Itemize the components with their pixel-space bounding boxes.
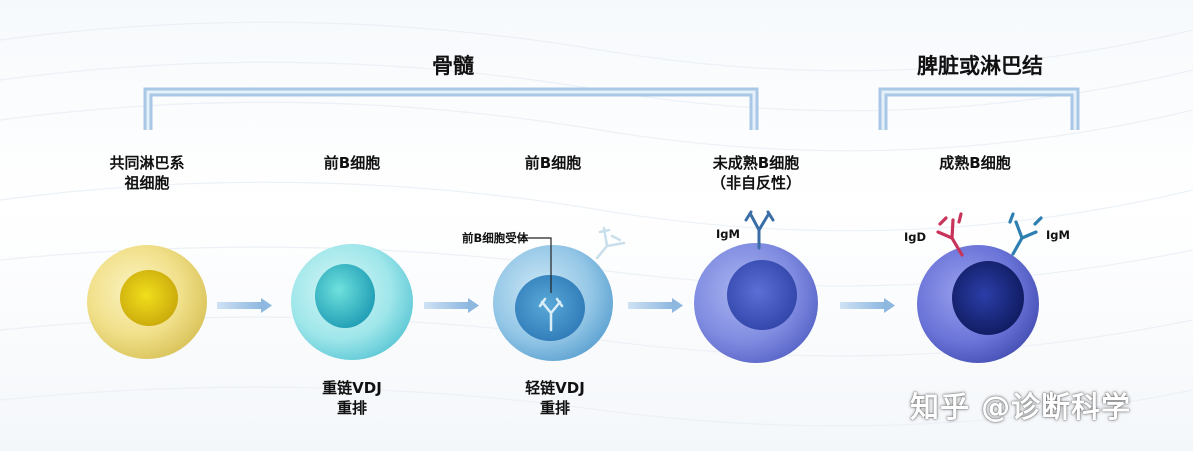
bone-marrow-bracket [143,87,759,130]
annotation-igm-immature: IgM [716,227,740,241]
stage-label-line1: 未成熟B细胞 [712,154,800,172]
arrow-2 [424,298,479,313]
label-line1: 轻链VDJ [525,379,585,397]
arrow-1 [217,298,272,313]
stage-label-line1: 共同淋巴系 [109,154,185,172]
label-heavy-chain-vdj: 重链VDJ 重排 [297,378,407,418]
label-line1: 重链VDJ [322,379,382,397]
label-line2: 重排 [539,399,570,417]
label-line2: 重排 [336,399,367,417]
cell-pre-b-1 [291,244,413,360]
region-title-spleen-lymph: 脾脏或淋巴结 [917,54,1043,78]
stage-label-line1: 前B细胞 [323,154,381,172]
stage-label-mature-b: 成熟B细胞 [920,153,1030,173]
arrow-3 [628,298,683,313]
cell-pre-b-2 [493,226,626,361]
spleen-bracket [878,87,1080,130]
stage-label-clp: 共同淋巴系 祖细胞 [87,153,207,193]
label-light-chain-vdj: 轻链VDJ 重排 [500,378,610,418]
cell-mature-b [917,212,1043,363]
stage-label-line2: 祖细胞 [124,174,170,192]
cell-common-lymphoid-progenitor [87,245,207,359]
cell-immature-b [694,210,818,363]
watermark-text: 知乎 @诊断科学 [910,390,1132,424]
stage-label-line1: 前B细胞 [524,154,582,172]
arrow-4 [840,298,895,313]
stage-label-pre-b-2: 前B细胞 [498,153,608,173]
stage-label-line1: 成熟B细胞 [939,154,1011,172]
annotation-igm-mature: IgM [1046,228,1070,242]
region-title-bone-marrow: 骨髓 [432,54,474,78]
annotation-igd: IgD [904,230,927,244]
stage-label-immature-b: 未成熟B细胞 （非自反性） [686,153,826,193]
stage-label-line2: （非自反性） [710,174,801,192]
annotation-pre-b-receptor: 前B细胞受体 [462,231,529,245]
stage-label-pre-b-1: 前B细胞 [297,153,407,173]
